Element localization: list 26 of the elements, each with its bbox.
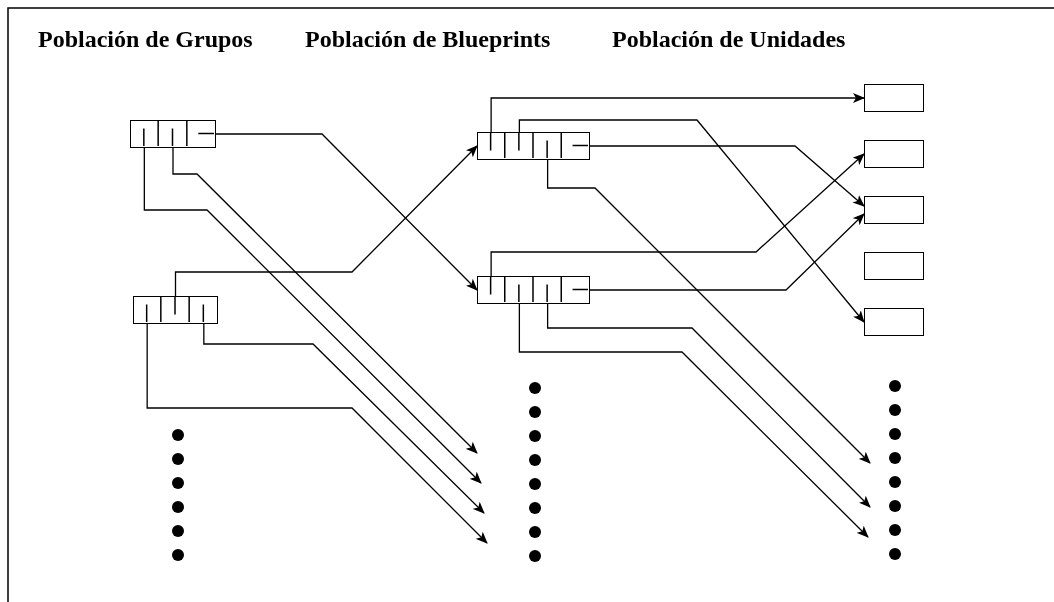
column-heading: Población de Grupos xyxy=(38,26,253,53)
column-heading: Población de Blueprints xyxy=(305,26,551,53)
pointer-arrow xyxy=(143,147,482,484)
pointer-arrow xyxy=(589,213,865,291)
unit-box xyxy=(864,84,924,112)
pointer-arrow xyxy=(174,145,478,297)
pointer-arrow xyxy=(589,145,865,207)
record-box xyxy=(477,132,590,160)
unit-box xyxy=(864,196,924,224)
unit-box xyxy=(864,308,924,336)
pointer-arrow xyxy=(215,133,478,291)
pointer-arrow xyxy=(518,119,865,323)
pointer-arrow xyxy=(547,159,871,464)
unit-box xyxy=(864,252,924,280)
pointer-arrow xyxy=(172,147,478,454)
pointer-arrow xyxy=(490,93,865,133)
record-box xyxy=(477,276,590,304)
pointer-arrow xyxy=(146,323,488,544)
pointer-arrow xyxy=(547,303,871,508)
record-box xyxy=(133,296,218,324)
unit-box xyxy=(864,140,924,168)
column-heading: Población de Unidades xyxy=(612,26,846,53)
pointer-arrow xyxy=(203,323,485,514)
record-box xyxy=(130,120,216,148)
pointer-arrow xyxy=(518,303,869,538)
pointer-arrow xyxy=(490,153,865,277)
